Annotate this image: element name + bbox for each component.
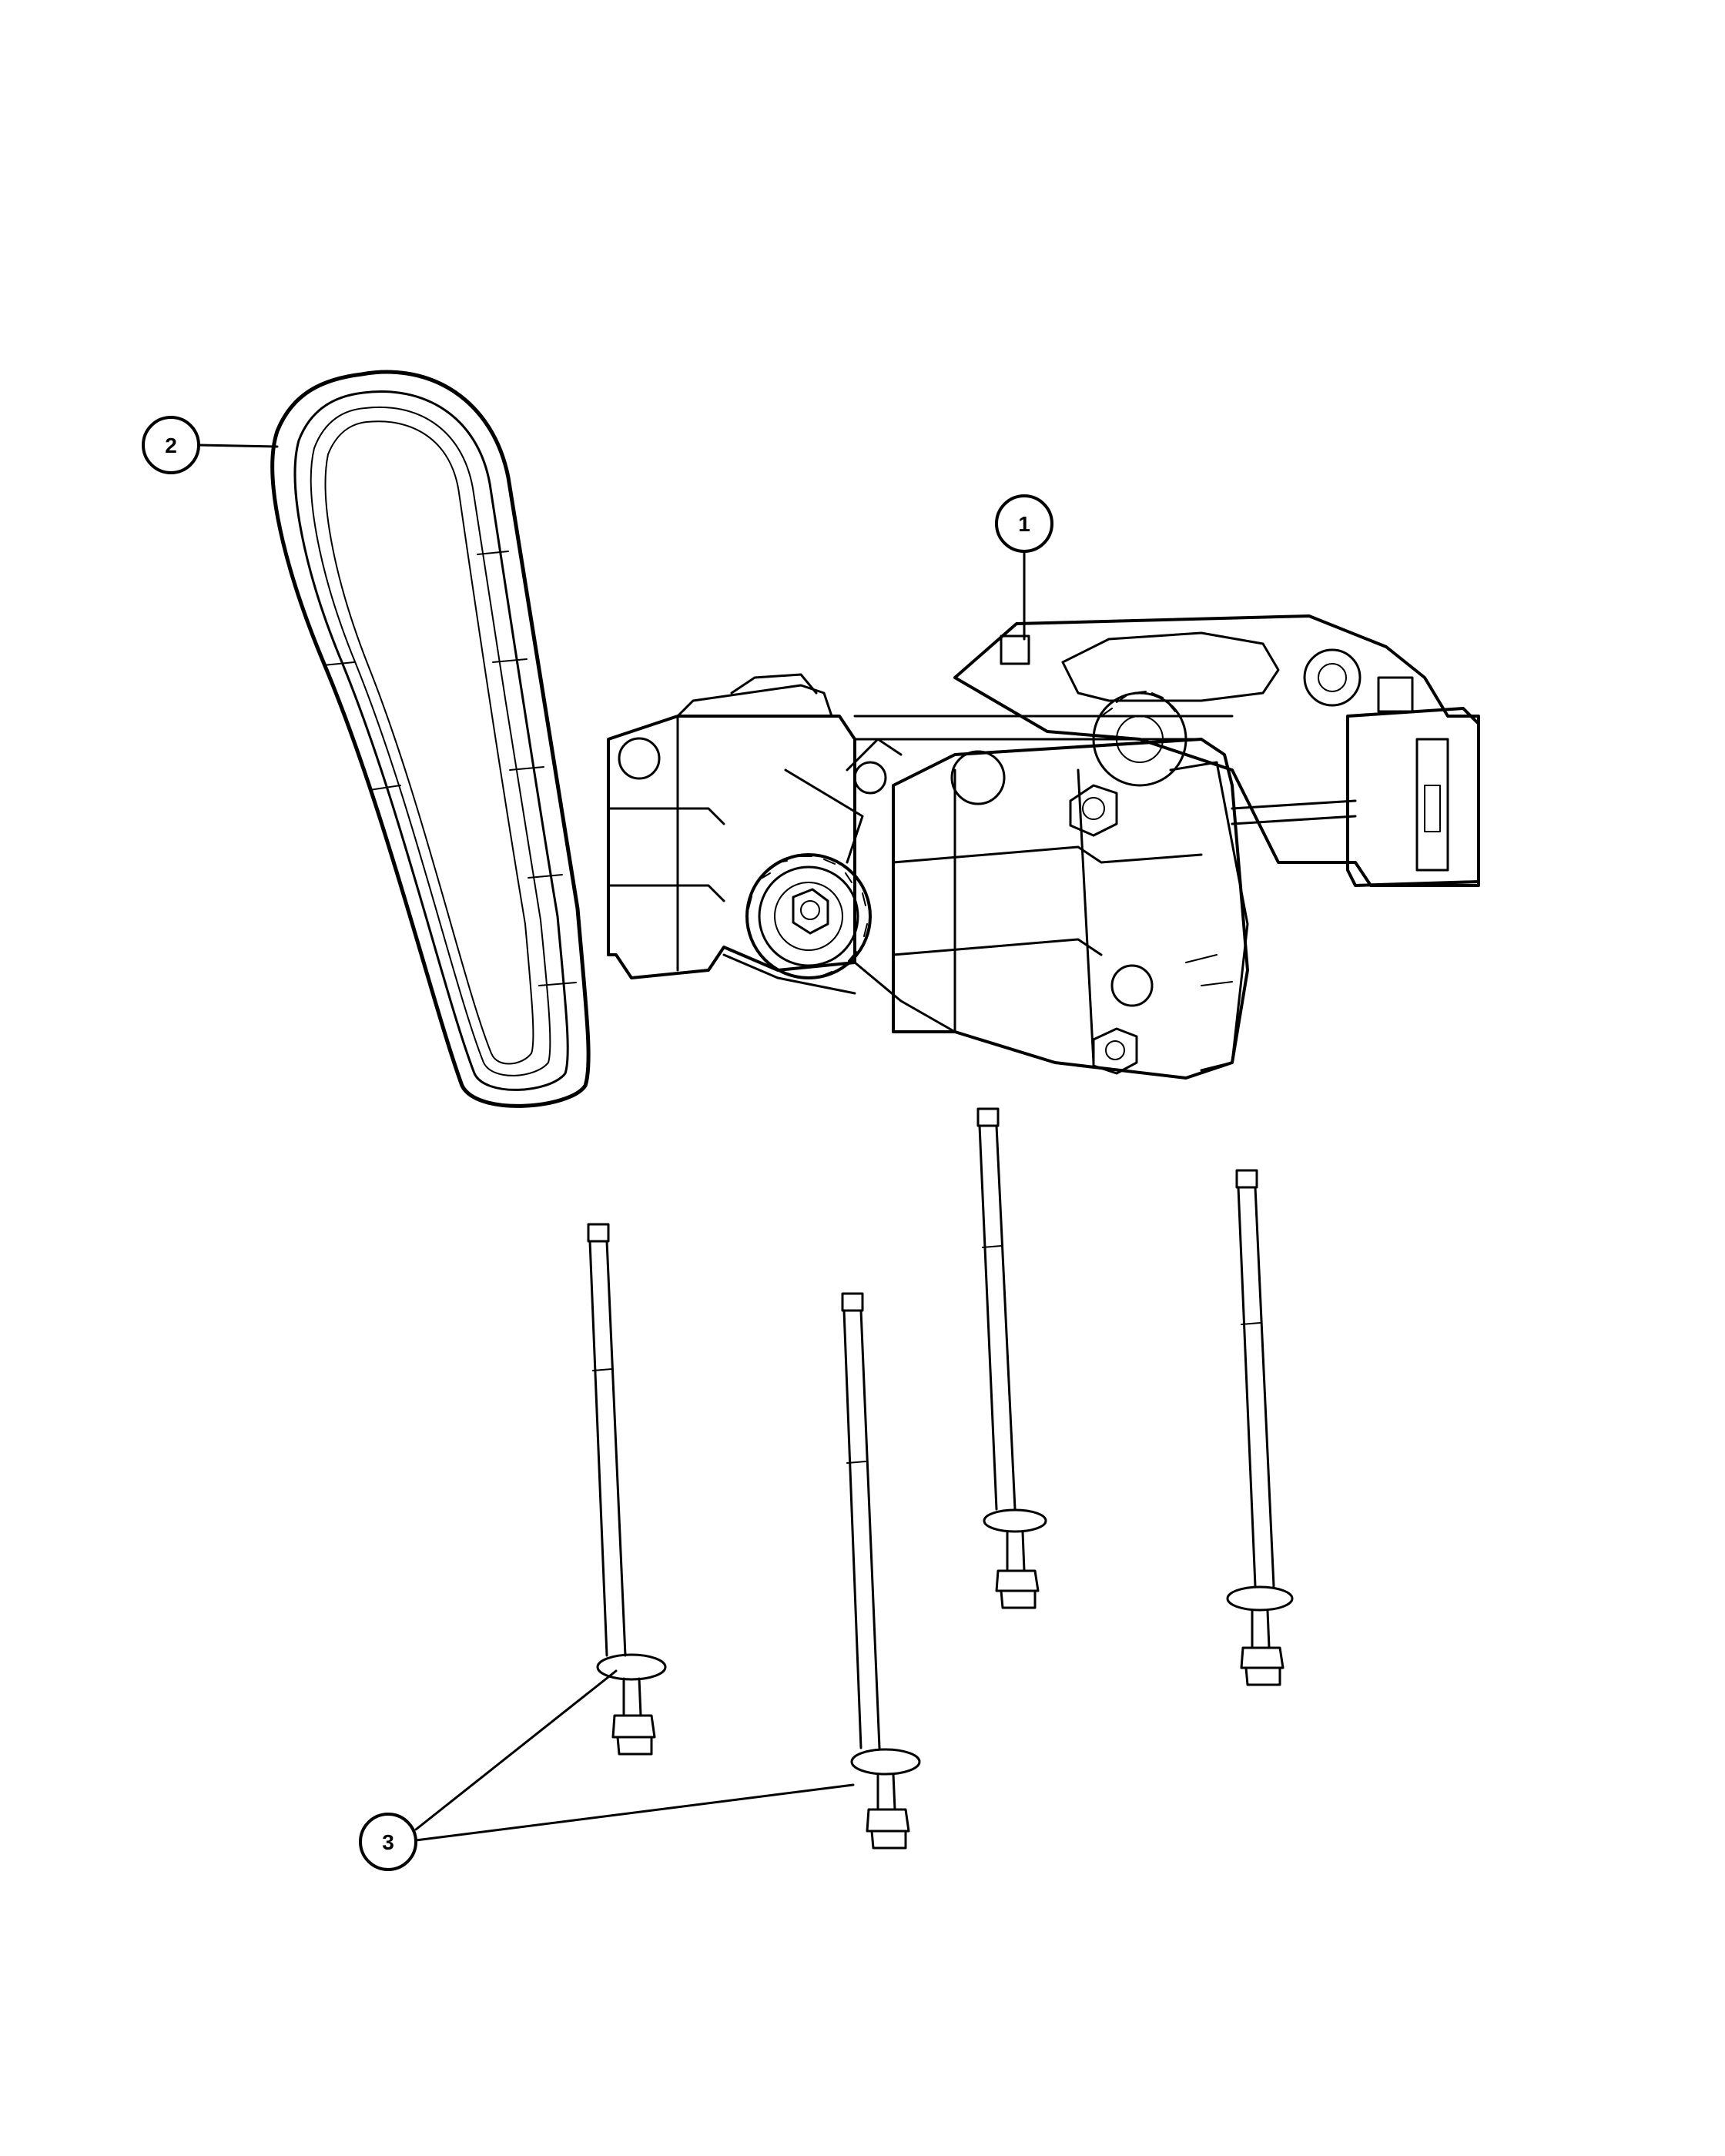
callout-3: 3 bbox=[359, 1669, 855, 1871]
bolt-3 bbox=[976, 1107, 1047, 1609]
drive-belt bbox=[270, 370, 591, 1108]
callout-2: 2 bbox=[142, 416, 279, 474]
bolt-1 bbox=[587, 1223, 667, 1756]
balance-shaft-module bbox=[607, 614, 1480, 1080]
bolt-4 bbox=[1226, 1169, 1294, 1686]
callout-1-label: 1 bbox=[1018, 512, 1030, 536]
callout-2-label: 2 bbox=[165, 434, 177, 457]
callout-1: 1 bbox=[995, 494, 1053, 641]
sprocket-gear bbox=[745, 853, 872, 979]
callout-3-label: 3 bbox=[382, 1830, 394, 1854]
bolt-2 bbox=[841, 1292, 921, 1850]
